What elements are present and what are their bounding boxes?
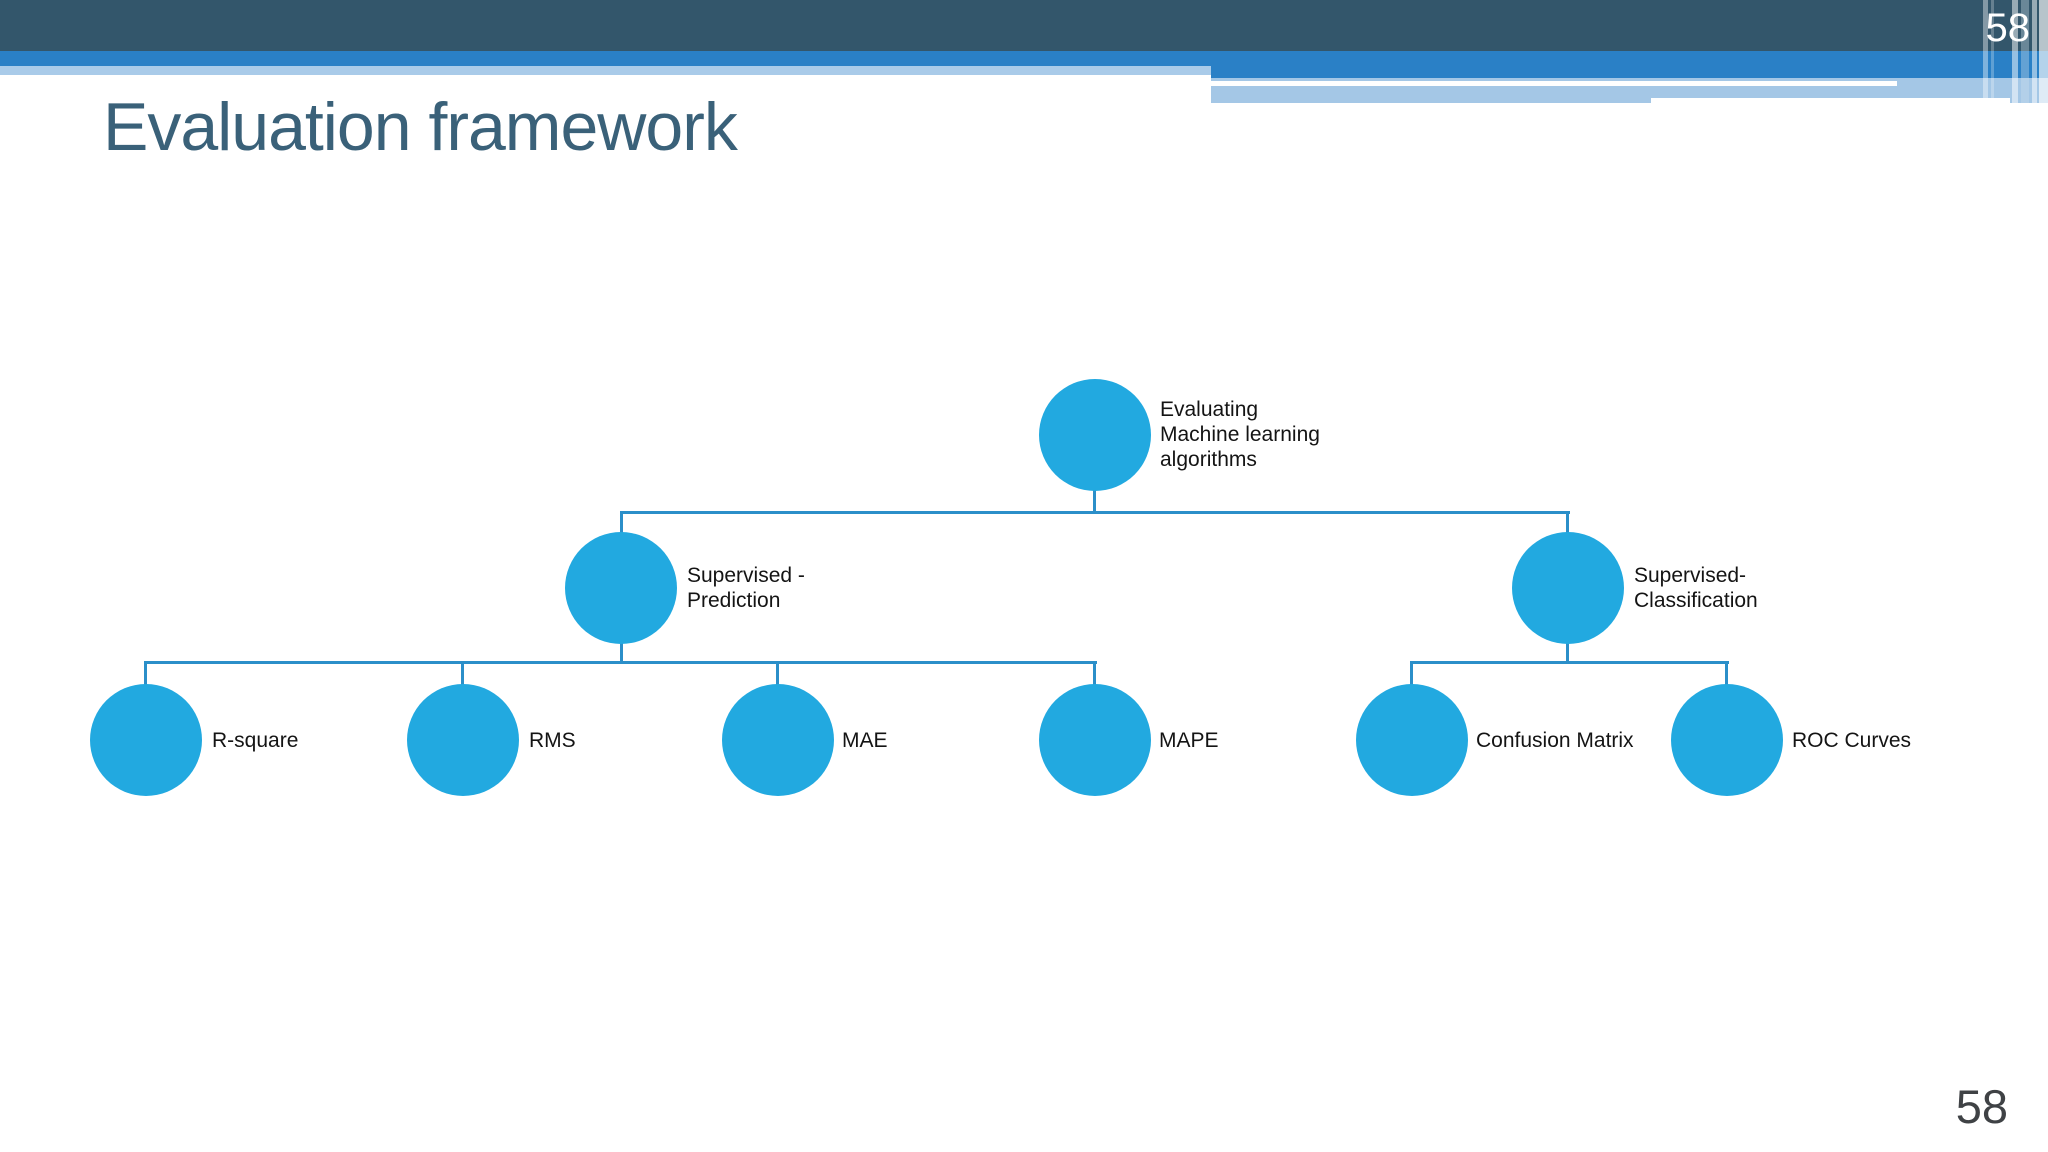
slide-number-top: 58 — [1985, 6, 2031, 50]
connector-line — [144, 661, 1097, 664]
page-title: Evaluation framework — [103, 89, 738, 165]
node-circle-mape — [1039, 684, 1151, 796]
header-light-stripe — [0, 66, 2048, 75]
connector-line — [1093, 487, 1096, 513]
node-circle-roc-curves — [1671, 684, 1783, 796]
connector-line — [461, 664, 464, 685]
header-white-stripe-b — [1651, 98, 2010, 104]
connector-line — [1566, 514, 1569, 534]
connector-line — [620, 511, 1570, 514]
connector-line — [1725, 664, 1728, 685]
node-circle-supervised-prediction — [565, 532, 677, 644]
node-circle-rms — [407, 684, 519, 796]
header-right-blue-block — [1211, 66, 2048, 78]
node-label-root: Evaluating Machine learning algorithms — [1160, 397, 1320, 472]
node-label-line: Prediction — [687, 589, 781, 612]
node-circle-supervised-classification — [1512, 532, 1624, 644]
connector-line — [1093, 664, 1096, 685]
node-label-line: Evaluating — [1160, 398, 1259, 421]
connector-line — [144, 664, 147, 685]
node-label-supervised-prediction: Supervised - Prediction — [687, 563, 805, 613]
connector-line — [620, 643, 623, 663]
node-label-supervised-classification: Supervised- Classification — [1634, 563, 1758, 613]
header-white-stripe-a — [1211, 81, 1897, 86]
header-dark-bar — [0, 0, 2048, 51]
node-label-line: Supervised - — [687, 564, 805, 587]
connector-line — [1410, 664, 1413, 685]
node-label-mape: MAPE — [1159, 729, 1219, 752]
node-label-roc-curves: ROC Curves — [1792, 729, 1912, 752]
node-circle-root — [1039, 379, 1151, 491]
node-label-line: algorithms — [1160, 448, 1257, 471]
node-label-line: Machine learning — [1160, 423, 1320, 446]
connector-line — [776, 664, 779, 685]
header-blue-bar — [0, 51, 2048, 66]
node-label-mae: MAE — [842, 729, 888, 752]
connector-line — [1566, 643, 1569, 663]
node-label-rms: RMS — [529, 729, 576, 752]
node-circle-r-square — [90, 684, 202, 796]
connector-line — [1410, 661, 1729, 664]
node-circle-confusion-matrix — [1356, 684, 1468, 796]
connector-line — [620, 514, 623, 534]
node-label-line: Classification — [1634, 589, 1758, 612]
node-label-confusion-matrix: Confusion Matrix — [1476, 729, 1634, 752]
node-label-line: Supervised- — [1634, 564, 1747, 587]
node-label-r-square: R-square — [212, 729, 299, 752]
slide-number-bottom: 58 — [1955, 1080, 2008, 1133]
node-circle-mae — [722, 684, 834, 796]
